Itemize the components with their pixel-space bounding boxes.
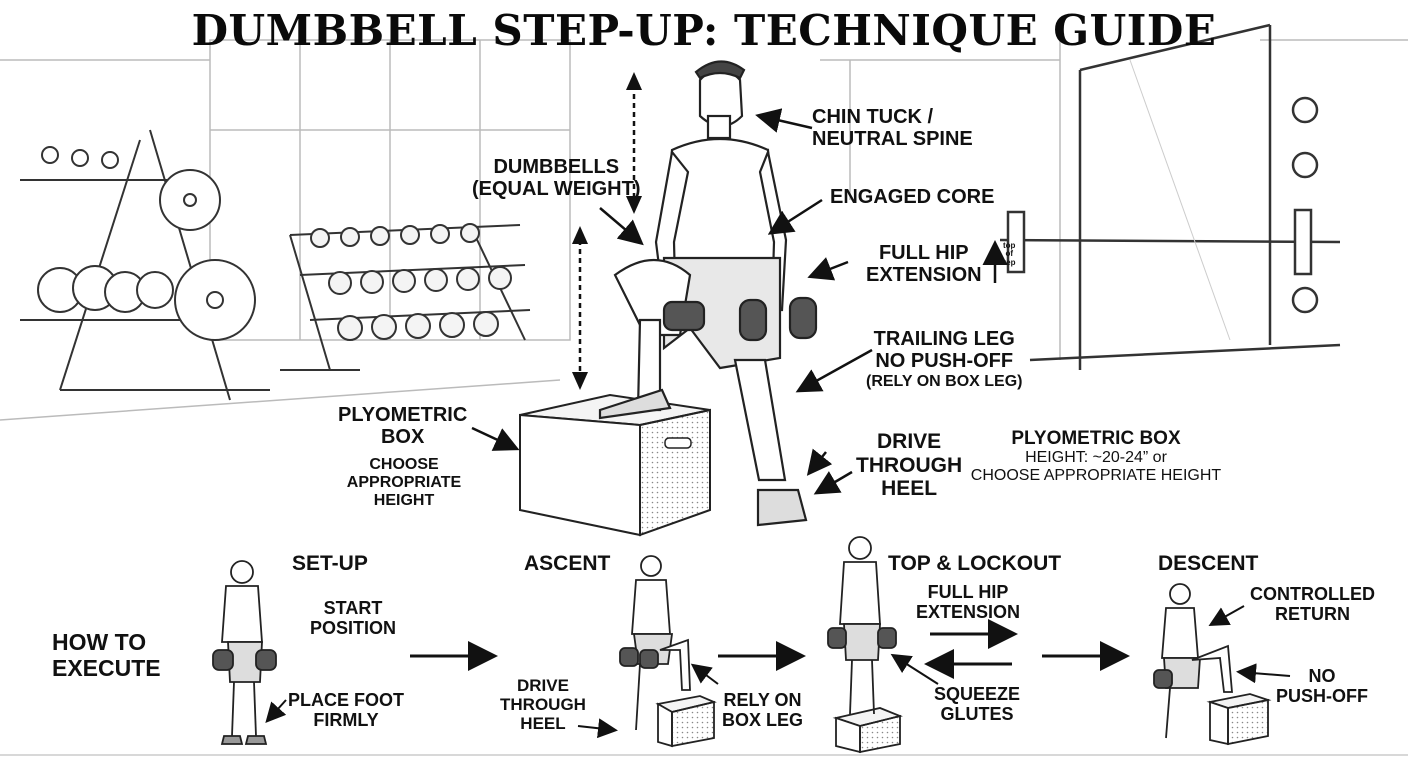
callout-line: CHOOSE xyxy=(369,456,439,473)
callout-line: EXTENSION xyxy=(866,264,982,287)
dumbbell-rack xyxy=(280,223,531,371)
callout-line: DUMBBELLS xyxy=(493,156,620,178)
label-line: RELY ON xyxy=(723,690,802,710)
label-line: NO xyxy=(1308,666,1336,686)
callout-line: APPROPRIATE xyxy=(346,473,462,491)
sequence-arrows xyxy=(410,619,1130,679)
label-line: HEEL xyxy=(520,714,566,734)
callout-full-hip-extension: FULL HIP EXTENSION xyxy=(866,242,982,287)
label-line: RETURN xyxy=(1275,604,1350,625)
label-line: FULL HIP xyxy=(927,582,1009,602)
small-callout-arrows xyxy=(265,605,1291,739)
callout-line: HEIGHT: ~20-24” or xyxy=(1025,449,1167,467)
label-line: PUSH-OFF xyxy=(1276,686,1368,707)
descent-figure xyxy=(1153,583,1272,746)
step-descent-controlled: CONTROLLED RETURN xyxy=(1250,584,1375,624)
plate-rack xyxy=(20,129,270,401)
squat-rack xyxy=(999,23,1341,370)
callout-chin-tuck: CHIN TUCK / NEUTRAL SPINE xyxy=(812,106,973,151)
label-line: POSITION xyxy=(310,618,397,639)
label-line: GLUTES xyxy=(940,704,1014,725)
step-top-hip: FULL HIP EXTENSION xyxy=(916,582,1020,622)
step-descent-no-push: NO PUSH-OFF xyxy=(1276,666,1368,706)
label-line: EXTENSION xyxy=(916,602,1021,623)
callout-line: NEUTRAL SPINE xyxy=(812,128,973,151)
step-setup-title: SET-UP xyxy=(292,552,368,575)
how-to-execute-label: HOW TO EXECUTE xyxy=(52,629,161,682)
plyometric-box xyxy=(519,393,711,537)
callout-line: FULL HIP xyxy=(878,242,969,264)
label-line: THROUGH xyxy=(500,695,586,715)
label-line: PLACE FOOT xyxy=(288,690,404,710)
step-top-squeeze: SQUEEZE GLUTES xyxy=(934,684,1020,724)
top-lockout-figure xyxy=(827,536,903,754)
callout-line: CHIN TUCK / xyxy=(812,106,934,128)
callout-line: DRIVE xyxy=(876,430,942,453)
height-double-arrows xyxy=(572,72,642,390)
callout-trailing-leg: TRAILING LEG NO PUSH-OFF (RELY ON BOX LE… xyxy=(866,328,1022,391)
step-setup-place-foot: PLACE FOOT FIRMLY xyxy=(288,690,404,730)
label-line: DRIVE xyxy=(516,676,569,695)
callout-plyometric-box: PLYOMETRIC BOX xyxy=(338,404,467,449)
label-line: FIRMLY xyxy=(313,710,379,731)
setup-figure xyxy=(212,560,277,745)
note-line: top xyxy=(1003,241,1016,250)
callout-choose-height: CHOOSE APPROPRIATE HEIGHT xyxy=(342,456,466,510)
callout-arrows xyxy=(471,108,1008,495)
callout-line: THROUGH xyxy=(856,453,963,477)
wall-windows xyxy=(0,39,1408,421)
ascent-figure xyxy=(619,555,717,748)
callout-line: TRAILING LEG xyxy=(873,328,1015,350)
callout-dumbbells: DUMBBELLS (EQUAL WEIGHT) xyxy=(472,156,641,201)
step-ascent-drive: DRIVE THROUGH HEEL xyxy=(500,676,586,733)
label-line: CONTROLLED xyxy=(1250,584,1375,604)
callout-line: (RELY ON BOX LEG) xyxy=(866,372,1023,390)
step-ascent-title: ASCENT xyxy=(524,552,611,575)
step-descent-title: DESCENT xyxy=(1158,552,1259,575)
label-line: SQUEEZE xyxy=(934,684,1021,704)
callout-engaged-core: ENGAGED CORE xyxy=(830,186,995,208)
callout-line: NO PUSH-OFF xyxy=(875,350,1014,373)
step-ascent-rely: RELY ON BOX LEG xyxy=(722,690,803,730)
callout-line: BOX xyxy=(380,426,425,449)
label-line: START xyxy=(323,598,383,618)
callout-drive-through-heel: DRIVE THROUGH HEEL xyxy=(856,430,962,501)
step-top-title: TOP & LOCKOUT xyxy=(888,552,1062,575)
note-line: rep xyxy=(1003,257,1016,267)
page-title: DUMBBELL STEP-UP: TECHNIQUE GUIDE xyxy=(191,6,1217,55)
callout-line: (EQUAL WEIGHT) xyxy=(472,178,641,201)
label-line: BOX LEG xyxy=(722,710,804,731)
callout-line: HEEL xyxy=(881,477,938,501)
callout-line: CHOOSE APPROPRIATE HEIGHT xyxy=(970,467,1222,485)
callout-line: PLYOMETRIC xyxy=(338,404,468,426)
note-line: of xyxy=(1005,249,1013,259)
label-line: HOW TO xyxy=(52,629,147,655)
step-setup-start: START POSITION xyxy=(310,598,396,638)
callout-line: HEIGHT xyxy=(373,491,435,509)
callout-line: PLYOMETRIC BOX xyxy=(1011,428,1181,449)
callout-top-of-rep-note: top of rep xyxy=(1003,241,1016,267)
callout-box-height: PLYOMETRIC BOX HEIGHT: ~20-24” or CHOOSE… xyxy=(968,428,1224,485)
label-line: EXECUTE xyxy=(52,654,161,681)
